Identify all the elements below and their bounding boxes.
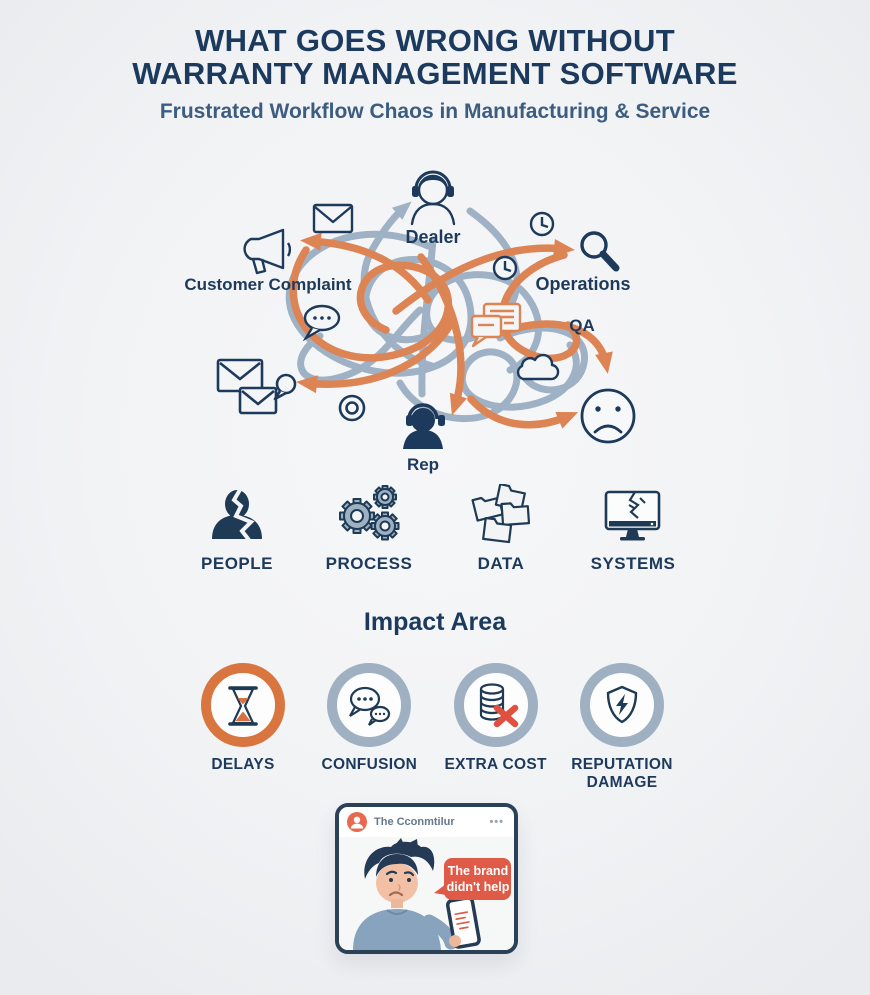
title-line-1: WHAT GOES WRONG WITHOUT [195, 23, 675, 58]
sad-face-icon [580, 388, 636, 444]
label-customer-complaint: Customer Complaint [184, 275, 352, 294]
hourglass-icon [201, 663, 285, 747]
factors-row: PEOPLE [177, 478, 693, 574]
cloud-icon [516, 353, 560, 381]
chaos-diagram: Dealer Customer Complaint Operations QA … [184, 170, 636, 474]
broken-person-icon [206, 478, 268, 546]
envelope-icon [312, 203, 354, 234]
impact-reputation: REPUTATION DAMAGE [559, 662, 685, 792]
social-post-card: The Cconmtilur ••• [335, 803, 518, 954]
shield-bolt-icon [579, 663, 664, 747]
factor-label: PROCESS [325, 554, 413, 573]
factor-process: PROCESS [309, 478, 429, 574]
hand [449, 935, 461, 947]
impact-label: DELAYS [211, 756, 275, 773]
factor-label: SYSTEMS [590, 554, 676, 573]
megaphone-icon [243, 228, 292, 275]
label-operations: Operations [535, 274, 630, 294]
factor-label: PEOPLE [201, 554, 273, 573]
tangle-orange-curves [289, 232, 613, 429]
factor-people: PEOPLE [177, 478, 297, 574]
gears-icon [335, 478, 403, 546]
impact-label: REPUTATION DAMAGE [571, 756, 673, 791]
title-line-2: WARRANTY MANAGEMENT SOFTWARE [132, 56, 738, 91]
factor-systems: SYSTEMS [573, 478, 693, 574]
factor-label: DATA [477, 554, 525, 573]
page-subtitle: Frustrated Workflow Chaos in Manufacturi… [159, 100, 711, 123]
envelopes-chat-icon [216, 358, 297, 415]
impact-extra-cost: EXTRA COST [433, 662, 559, 792]
label-dealer: Dealer [405, 227, 460, 247]
impact-row: DELAYS CONFUSION [180, 662, 685, 792]
clock-icon [492, 255, 518, 281]
speech-bubbles-icon [327, 663, 412, 747]
avatar [347, 812, 367, 832]
target-icon [338, 394, 366, 422]
headset-dealer-icon [410, 170, 456, 226]
headset-rep-icon [403, 403, 445, 449]
chat-dots-icon [302, 304, 341, 342]
factor-data: DATA [441, 478, 561, 574]
impact-confusion: CONFUSION [306, 662, 432, 792]
broken-monitor-icon [601, 478, 665, 546]
impact-delays: DELAYS [180, 662, 306, 792]
page-title: WHAT GOES WRONG WITHOUT WARRANTY MANAGEM… [0, 24, 870, 90]
post-header: The Cconmtilur ••• [339, 807, 514, 838]
impact-label: EXTRA COST [444, 756, 547, 773]
label-qa: QA [569, 316, 595, 335]
clock-icon [529, 211, 555, 237]
scattered-folders-icon [468, 478, 534, 546]
chat-messages-icon [470, 302, 522, 348]
post-menu-dots: ••• [489, 816, 504, 828]
post-author: The Cconmtilur [374, 816, 455, 828]
bubble-line-2: didn't help [447, 880, 510, 894]
bubble-line-1: The brand [448, 864, 508, 878]
impact-heading: Impact Area [363, 608, 507, 636]
post-illustration: The brand didn't help [339, 837, 514, 950]
label-rep: Rep [407, 455, 439, 474]
magnifier-icon [580, 231, 620, 272]
impact-label: CONFUSION [321, 756, 418, 773]
coins-x-icon [453, 663, 538, 747]
speech-bubble: The brand didn't help [434, 858, 511, 900]
